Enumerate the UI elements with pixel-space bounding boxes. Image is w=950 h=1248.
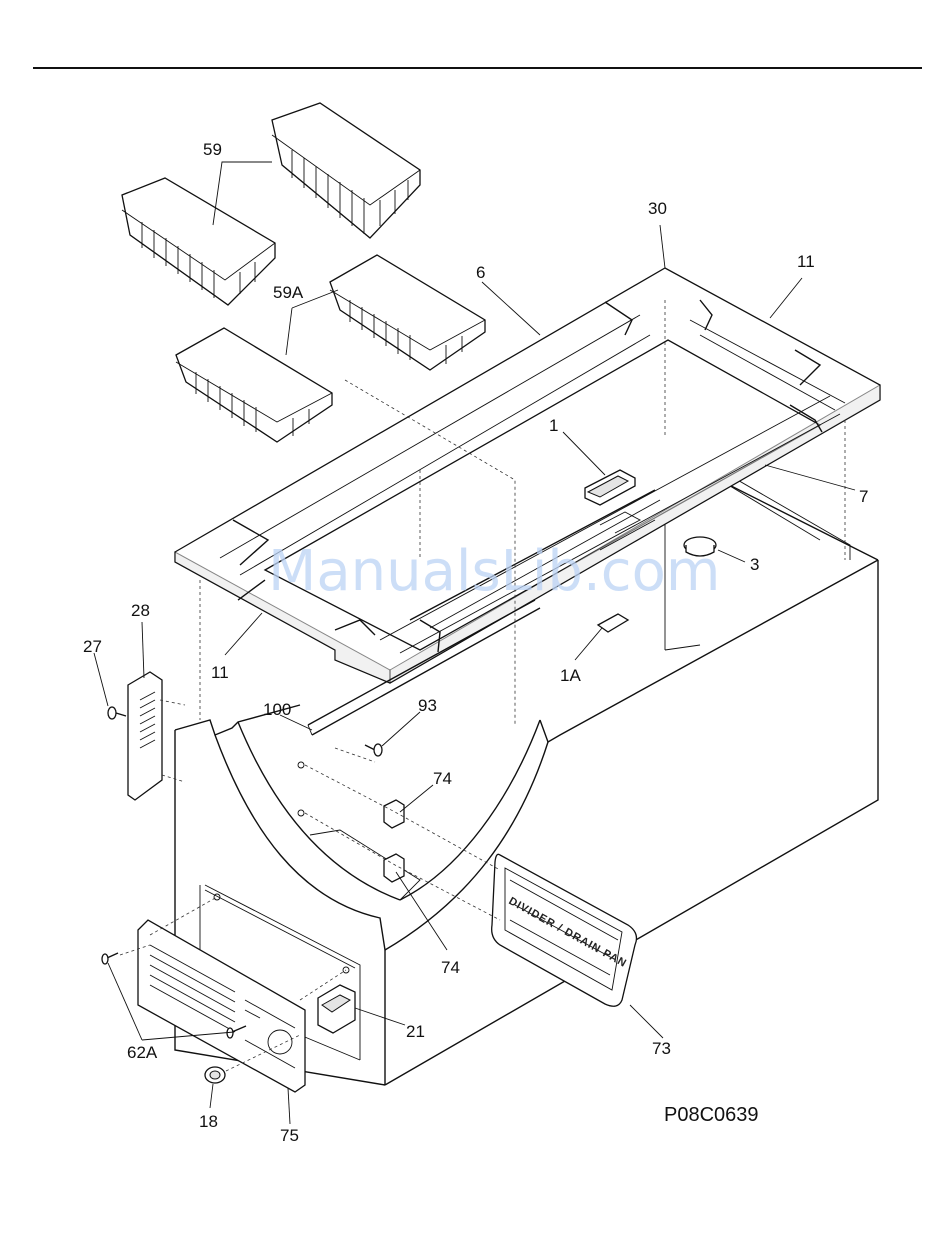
label-59a: 59A — [273, 283, 304, 302]
label-1a: 1A — [560, 666, 581, 685]
part-28-hinge — [128, 672, 162, 800]
label-1: 1 — [549, 416, 558, 435]
part-74-clips — [384, 800, 404, 882]
part-1a-clip — [598, 614, 628, 632]
label-74-bottom: 74 — [441, 958, 460, 977]
basket-59-front — [122, 178, 275, 305]
basket-59a-rear — [330, 255, 485, 370]
label-100: 100 — [263, 700, 291, 719]
label-73: 73 — [652, 1039, 671, 1058]
drawing-code: P08C0639 — [664, 1104, 759, 1126]
label-3: 3 — [750, 555, 759, 574]
label-59: 59 — [203, 140, 222, 159]
lid-gasket-frame — [175, 268, 880, 683]
part-18-grommet — [205, 1067, 225, 1083]
part-73-drain-pan: DIVIDER / DRAIN PAN — [492, 854, 637, 1006]
label-27: 27 — [83, 637, 102, 656]
basket-59-rear — [272, 103, 420, 238]
part-21-relay — [318, 985, 355, 1033]
label-62a: 62A — [127, 1043, 158, 1062]
part-27-screw — [108, 707, 126, 719]
watermark: ManualsLib.com — [268, 539, 720, 604]
label-75: 75 — [280, 1126, 299, 1145]
label-21: 21 — [406, 1022, 425, 1041]
label-11-top: 11 — [797, 252, 815, 271]
basket-59a-front — [176, 328, 332, 442]
label-11-bottom: 11 — [211, 663, 229, 682]
part-75-grille — [138, 920, 305, 1092]
label-93: 93 — [418, 696, 437, 715]
label-28: 28 — [131, 601, 150, 620]
label-18: 18 — [199, 1112, 218, 1131]
label-30: 30 — [648, 199, 667, 218]
part-93-screw — [365, 744, 382, 756]
label-7: 7 — [859, 487, 868, 506]
label-74-top: 74 — [433, 769, 452, 788]
label-6: 6 — [476, 263, 485, 282]
